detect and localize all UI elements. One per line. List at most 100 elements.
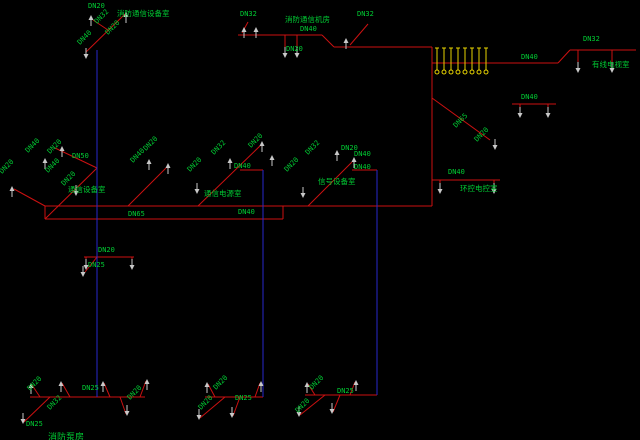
room-label: 环控电控室 <box>460 183 498 193</box>
pipe-size-label: DN25 <box>88 261 105 269</box>
pipe-line <box>31 384 41 398</box>
drop-arrow-icon <box>437 189 443 194</box>
pipe-size-label: DN32 <box>583 35 600 43</box>
drop-arrow-icon <box>229 413 235 418</box>
pipe-size-label: DN20 <box>104 19 122 37</box>
rise-arrow-icon <box>227 158 233 163</box>
pipe-size-label: DN25 <box>82 384 99 392</box>
rise-arrow-icon <box>259 141 265 146</box>
pipe-size-label: DN20 <box>286 45 303 53</box>
pipe-line <box>61 382 71 398</box>
drop-arrow-icon <box>296 412 302 417</box>
pipe-size-label: DN20 <box>88 2 105 10</box>
drop-arrow-icon <box>491 189 497 194</box>
pipe-size-label: DN25 <box>26 420 43 428</box>
drop-arrow-icon <box>294 53 300 58</box>
rise-arrow-icon <box>343 38 349 43</box>
pipe-line <box>13 188 46 207</box>
room-label: 消防通信设备室 <box>117 8 170 18</box>
pipe-size-label: DN40 <box>238 208 255 216</box>
drop-arrow-icon <box>329 409 335 414</box>
rise-arrow-icon <box>258 381 264 386</box>
room-label: 通信电源室 <box>204 188 242 198</box>
sprinkler-icon <box>469 69 475 75</box>
pipe-size-label: DN20 <box>26 375 44 393</box>
sprinkler-icon <box>434 69 440 75</box>
sprinkler-icon <box>455 69 461 75</box>
pipe-line <box>127 165 169 207</box>
drop-arrow-icon <box>609 68 615 73</box>
drop-arrow-icon <box>83 54 89 59</box>
pipe-line <box>307 161 353 207</box>
sprinkler-icon <box>462 69 468 75</box>
rise-arrow-icon <box>351 157 357 162</box>
drop-arrow-icon <box>194 189 200 194</box>
pipe-size-label: DN20 <box>142 135 160 153</box>
pipe-line <box>557 49 571 64</box>
room-label: 消防通信机房 <box>285 14 330 24</box>
pipe-size-label: DN32 <box>46 394 64 412</box>
sprinkler-icon <box>448 69 454 75</box>
rise-arrow-icon <box>59 146 65 151</box>
drop-arrow-icon <box>73 191 79 196</box>
rise-arrow-icon <box>353 380 359 385</box>
room-label: 消防泵房 <box>48 431 84 440</box>
rise-arrow-icon <box>269 155 275 160</box>
pipe-size-label: DN32 <box>93 8 111 26</box>
pipe-line <box>199 396 226 419</box>
pipe-size-label: DN32 <box>357 10 374 18</box>
pipe-size-label: DN20 <box>341 144 358 152</box>
rise-arrow-icon <box>165 163 171 168</box>
pipe-size-label: DN40 <box>76 29 94 47</box>
pipe-line <box>232 396 241 417</box>
pipe-line <box>299 394 326 416</box>
drop-arrow-icon <box>80 272 86 277</box>
pipe-size-label: DN65 <box>128 210 145 218</box>
pipe-size-label: DN20 <box>46 138 64 156</box>
pipe-size-label: DN40 <box>448 168 465 176</box>
pipe-size-label: DN20 <box>126 384 144 402</box>
rise-arrow-icon <box>304 382 310 387</box>
room-label: 通信设备室 <box>68 184 106 194</box>
pipe-line <box>92 19 109 31</box>
drop-arrow-icon <box>124 411 130 416</box>
pipe-size-label: DN25 <box>337 387 354 395</box>
pipe-line <box>85 13 126 53</box>
pipe-size-label: DN32 <box>210 139 228 157</box>
drop-arrow-icon <box>282 53 288 58</box>
pipe-size-label: DN40 <box>521 53 538 61</box>
rise-arrow-icon <box>100 381 106 386</box>
pipe-size-label: DN40 <box>521 93 538 101</box>
rise-arrow-icon <box>88 15 94 20</box>
drop-arrow-icon <box>83 265 89 270</box>
rise-arrow-icon <box>241 27 247 32</box>
pipe-line <box>321 34 335 48</box>
pipe-line <box>431 97 491 141</box>
pipe-size-label: DN20 <box>294 397 312 415</box>
rise-arrow-icon <box>123 12 129 17</box>
sprinkler-icon <box>483 69 489 75</box>
pipe-size-label: DN32 <box>304 139 322 157</box>
pipe-size-label: DN40 <box>354 150 371 158</box>
pipe-line <box>207 383 216 398</box>
drop-arrow-icon <box>196 415 202 420</box>
drop-arrow-icon <box>20 419 26 424</box>
pipe-size-label: DN25 <box>235 394 252 402</box>
drop-arrow-icon <box>575 68 581 73</box>
pipe-line <box>84 256 98 273</box>
sprinkler-icon <box>476 69 482 75</box>
pipe-size-label: DN32 <box>240 10 257 18</box>
pipe-line <box>197 143 263 207</box>
pipe-size-label: DN40 <box>300 25 317 33</box>
pipe-size-label: DN40 <box>234 162 251 170</box>
pipe-size-label: DN20 <box>308 374 326 392</box>
rise-arrow-icon <box>146 159 152 164</box>
pipe-size-label: DN20 <box>186 156 204 174</box>
pipe-size-label: DN20 <box>98 246 115 254</box>
pipe-line <box>44 167 98 220</box>
rise-arrow-icon <box>42 158 48 163</box>
room-label: 信号设备室 <box>318 176 356 186</box>
drop-arrow-icon <box>517 113 523 118</box>
